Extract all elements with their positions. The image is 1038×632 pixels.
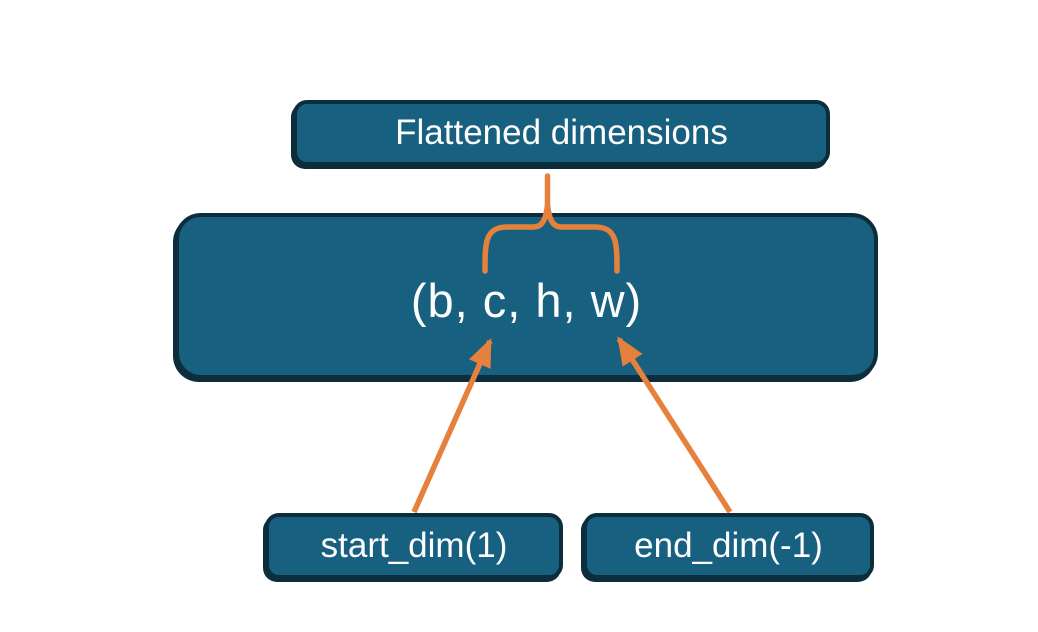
tensor-shape-label: (b, c, h, w) (410, 273, 643, 327)
end-dim-label: end_dim(-1) (634, 526, 823, 565)
end-dim-box: end_dim(-1) (583, 513, 874, 579)
flattened-dimensions-label: Flattened dimensions (395, 113, 728, 152)
tensor-shape-box: (b, c, h, w) (175, 213, 878, 379)
flattened-dimensions-box: Flattened dimensions (293, 100, 830, 166)
start-dim-label: start_dim(1) (320, 526, 508, 565)
start-dim-box: start_dim(1) (265, 513, 563, 579)
